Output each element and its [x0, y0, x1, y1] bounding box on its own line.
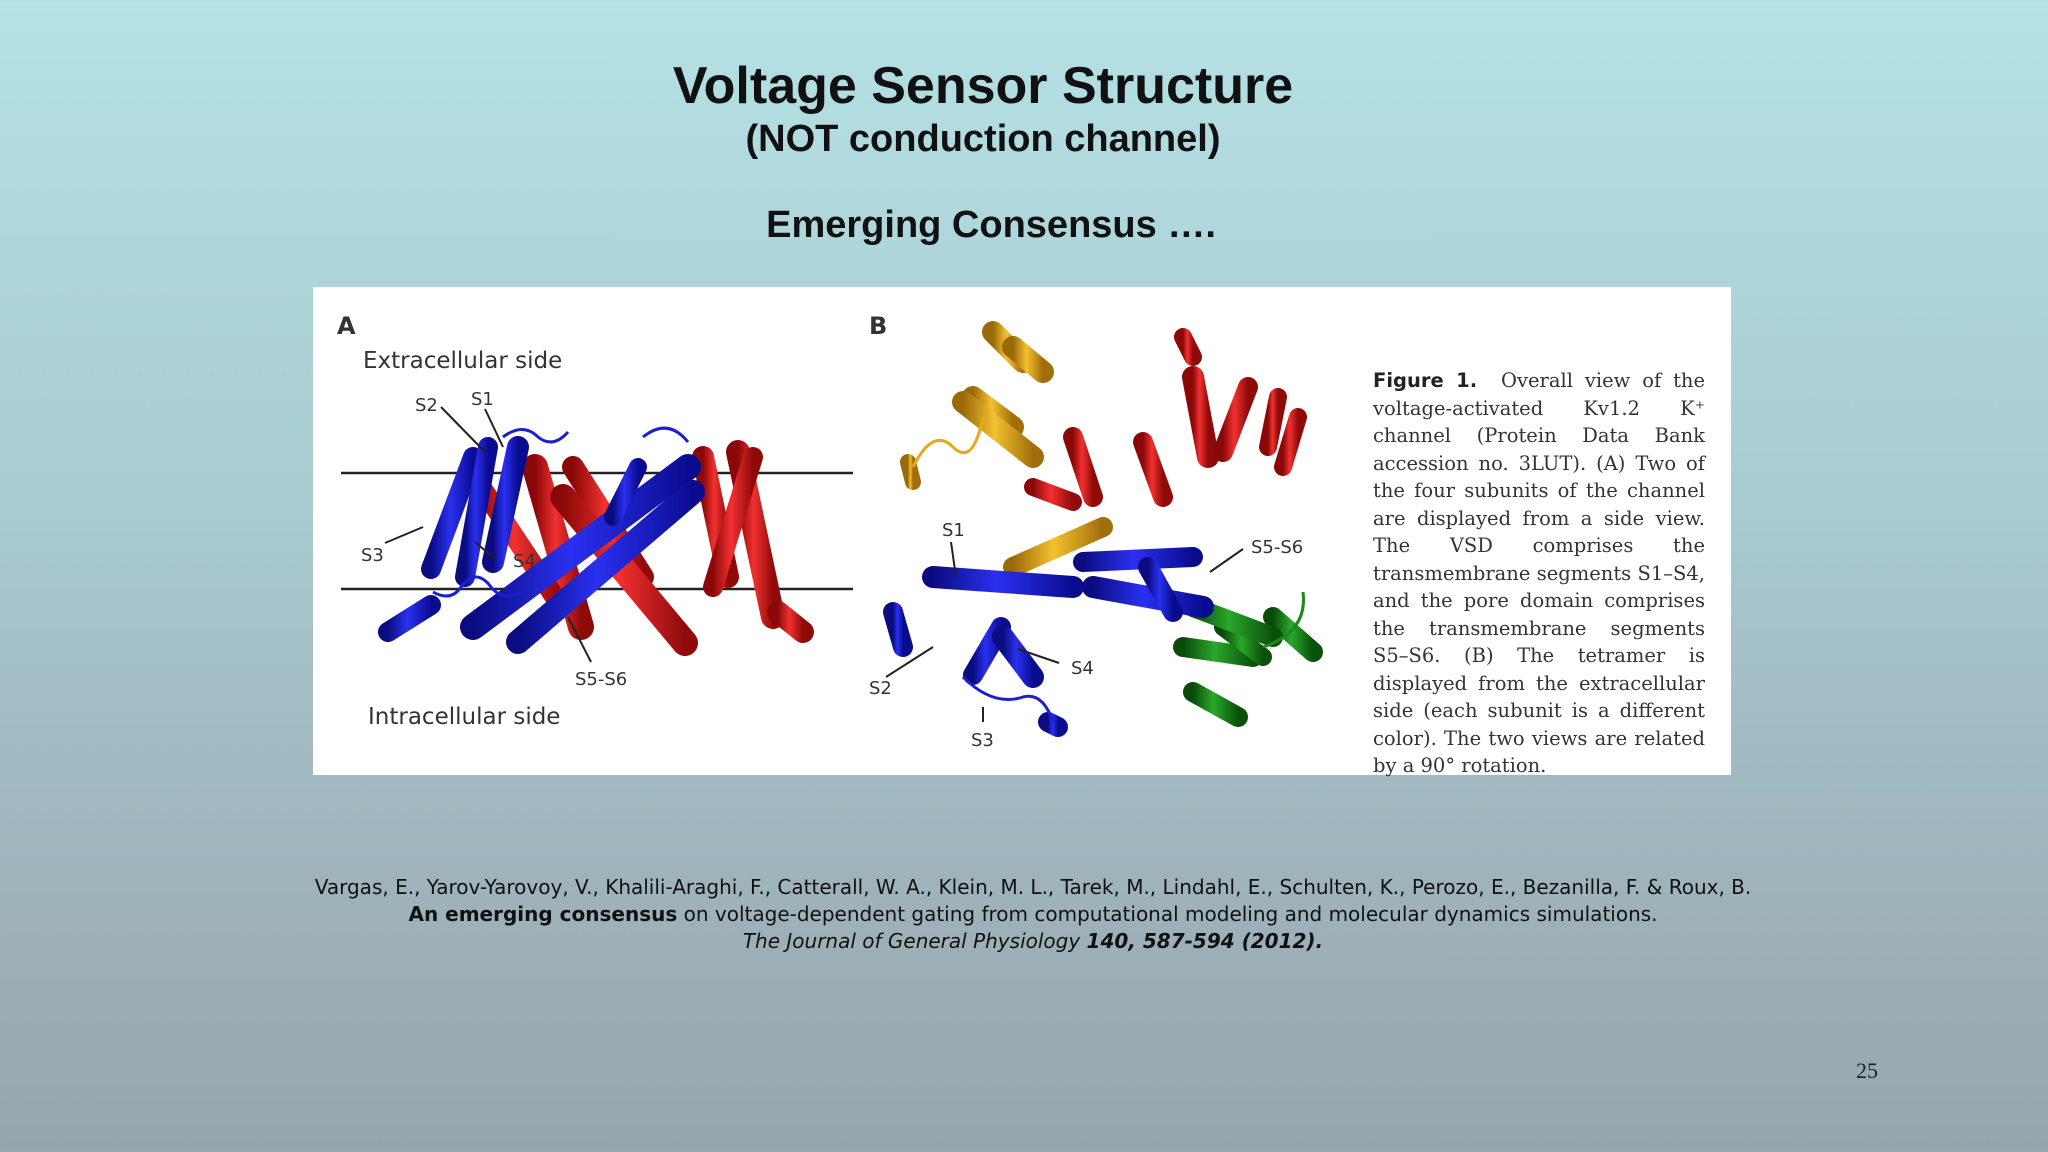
- panel-b-letter: B: [869, 312, 887, 340]
- citation-journal: The Journal of General Physiology: [742, 929, 1087, 953]
- figure-image: A Extracellular side Intracellular side: [313, 287, 1731, 777]
- panel-b-s3-label: S3: [971, 730, 994, 751]
- panel-b-s2-label: S2: [869, 678, 892, 699]
- panel-a-leader-lines: [384, 406, 592, 663]
- protein-structure-illustration: A Extracellular side Intracellular side: [337, 312, 1323, 751]
- panel-a-s5s6-label: S5-S6: [575, 669, 627, 690]
- panel-b-green-helices: [1127, 426, 1323, 727]
- panel-b-leader-lines: [885, 541, 1244, 722]
- panel-a-s1-label: S1: [471, 389, 494, 410]
- panel-a-s3-label: S3: [361, 545, 384, 566]
- extracellular-label: Extracellular side: [363, 348, 562, 374]
- panel-a-s2-label: S2: [415, 395, 438, 416]
- figure-caption-label: Figure 1.: [1373, 369, 1478, 392]
- panel-a-blue-helices: [378, 426, 705, 654]
- figure-caption: Figure 1. Overall view of the voltage-ac…: [1373, 367, 1705, 780]
- citation-authors: Vargas, E., Yarov-Yarovoy, V., Khalili-A…: [314, 875, 1752, 899]
- section-heading: Emerging Consensus ….: [766, 204, 1216, 246]
- citation-journal-row: The Journal of General Physiology 140, 5…: [0, 928, 2048, 955]
- panel-b-s1-label: S1: [942, 520, 965, 541]
- figure-caption-text: Overall view of the voltage-activated Kv…: [1373, 369, 1706, 777]
- citation: Vargas, E., Yarov-Yarovoy, V., Khalili-A…: [0, 874, 2048, 955]
- slide-subtitle: (NOT conduction channel): [745, 118, 1221, 160]
- panel-a-letter: A: [337, 312, 356, 340]
- panel-b-blue-helices: [883, 547, 1214, 737]
- intracellular-label: Intracellular side: [368, 704, 560, 730]
- citation-title-bold: An emerging consensus: [408, 902, 678, 926]
- panel-b-s4-label: S4: [1071, 658, 1094, 679]
- citation-title-row: An emerging consensus on voltage-depende…: [0, 901, 2048, 928]
- panel-b-s5s6-label: S5-S6: [1251, 537, 1303, 558]
- page-number: 25: [1856, 1058, 1878, 1083]
- citation-title-rest: on voltage-dependent gating from computa…: [677, 902, 1658, 926]
- panel-a-s4-label: S4: [513, 551, 536, 572]
- slide-title: Voltage Sensor Structure: [672, 57, 1294, 115]
- citation-volume: 140, 587-594 (2012).: [1086, 929, 1324, 953]
